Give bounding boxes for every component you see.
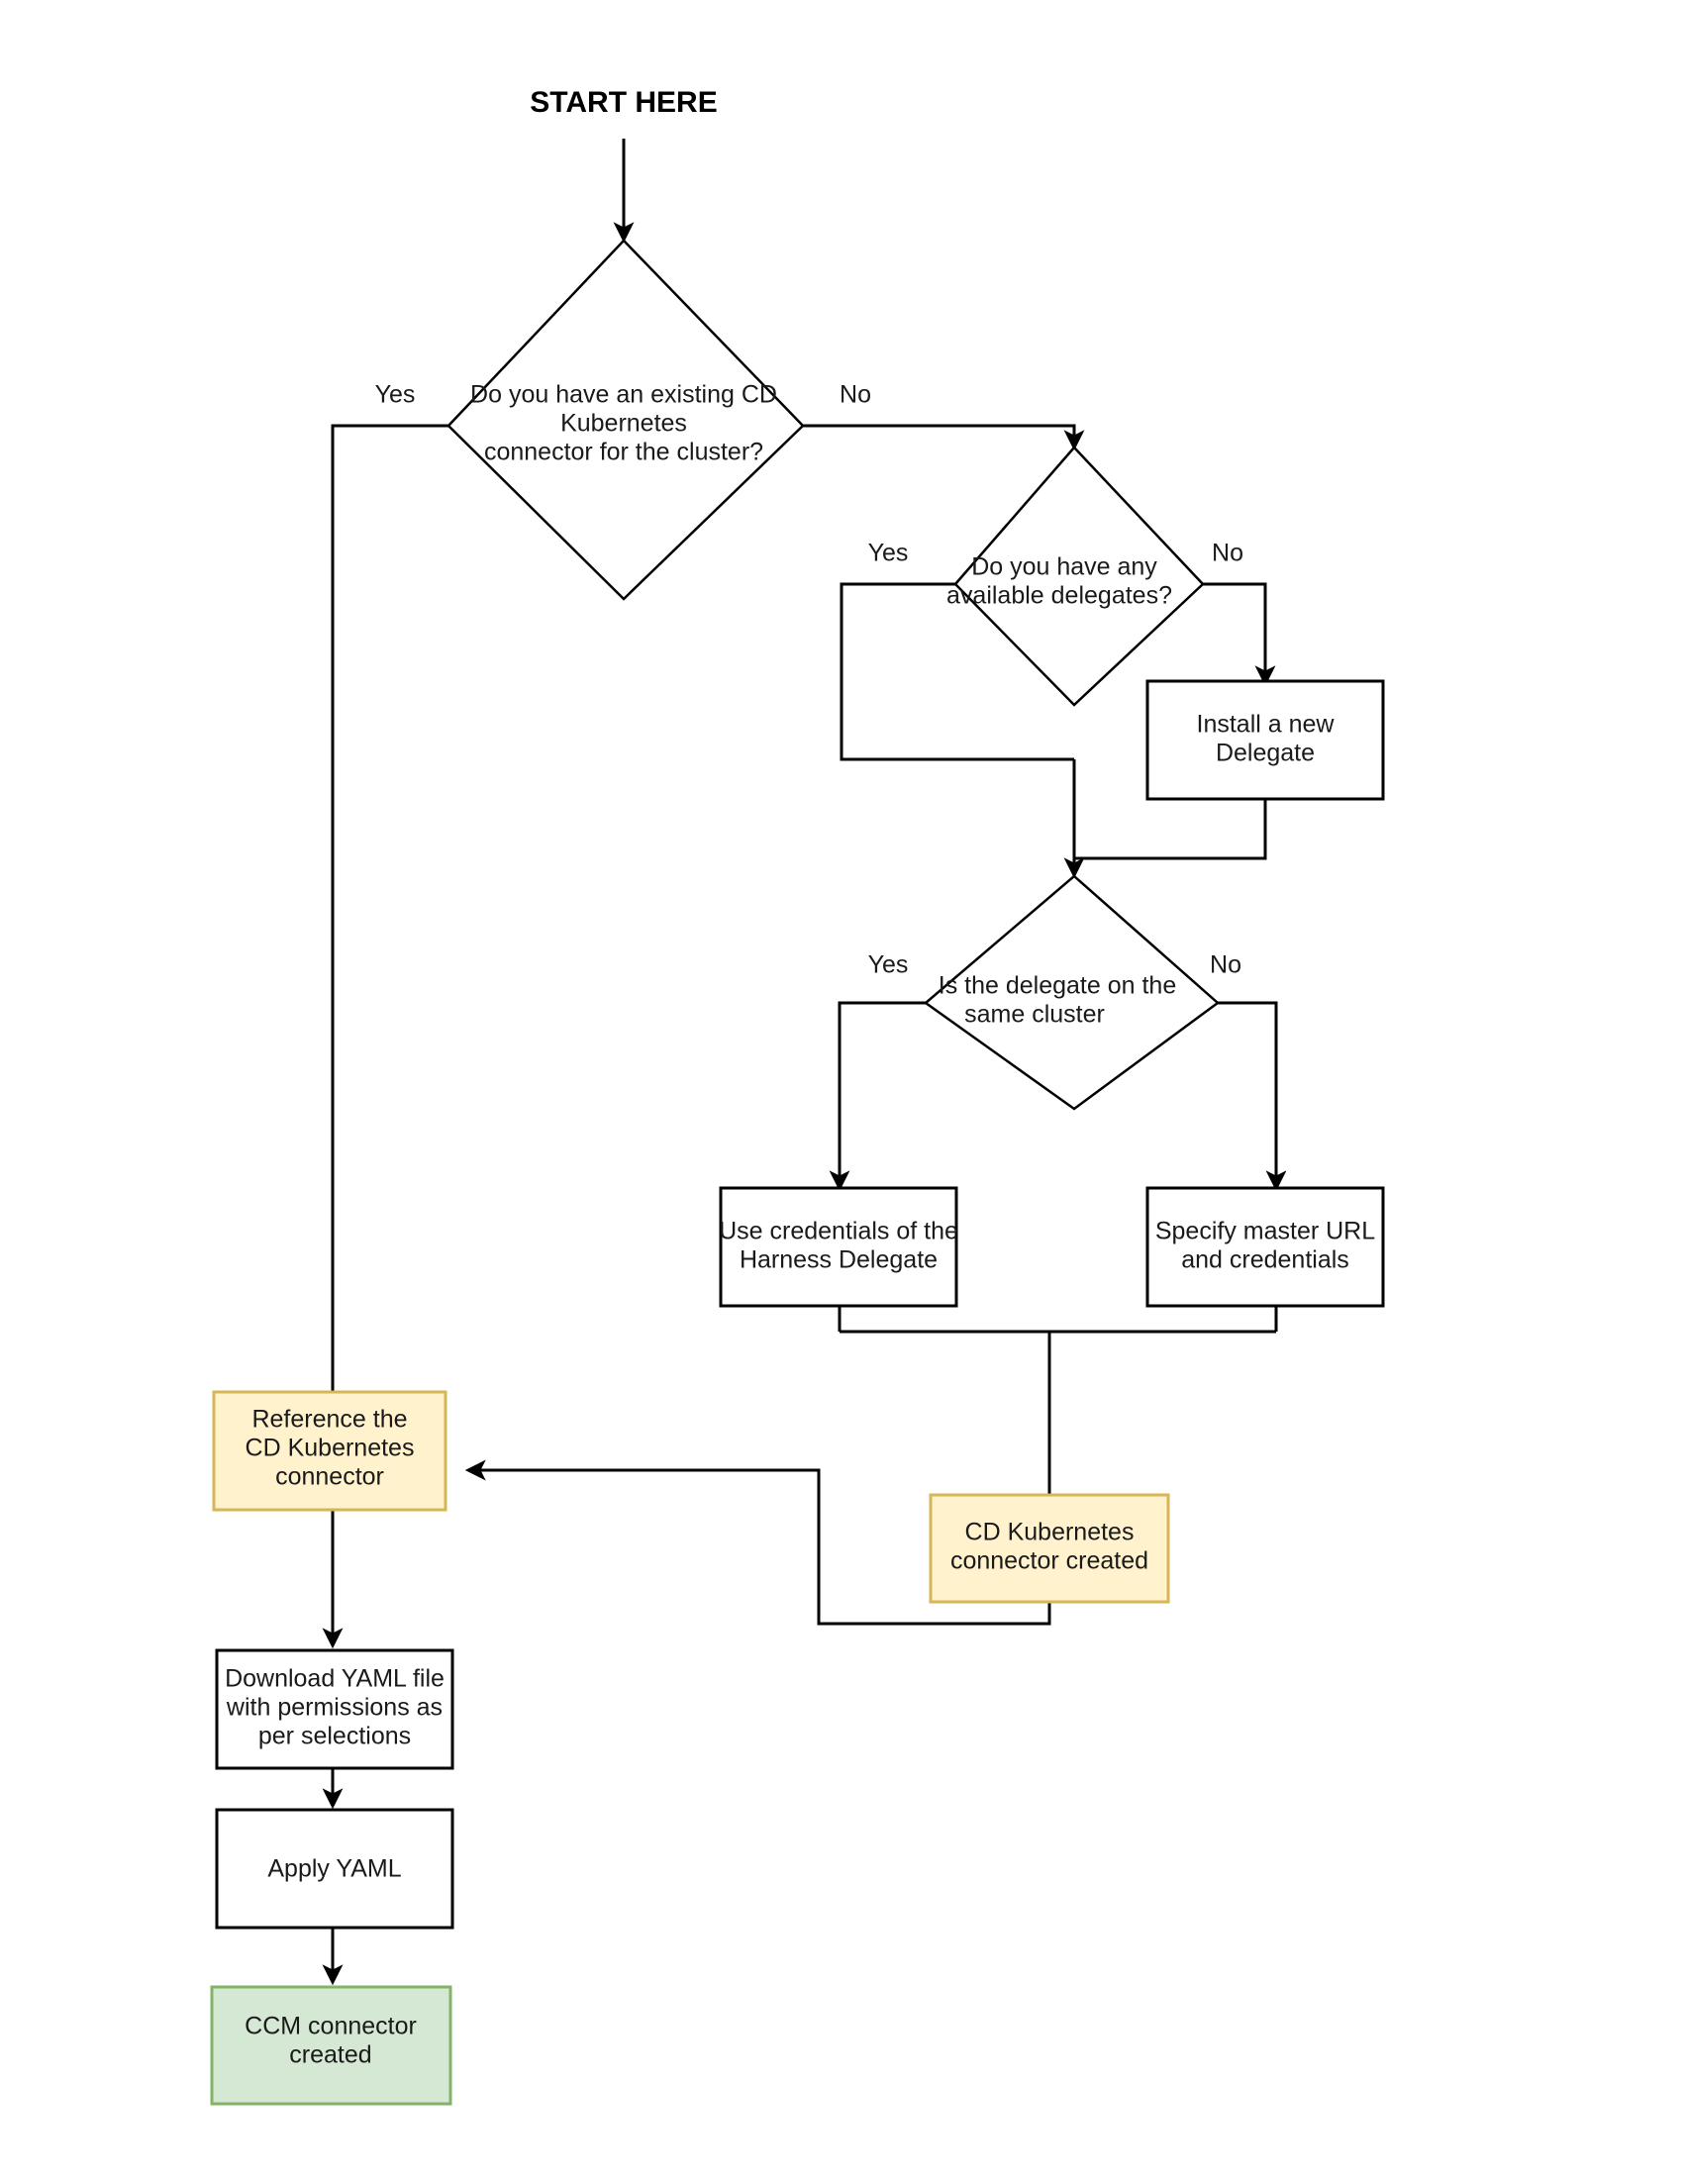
decision-existing-connector-line-2: Kubernetes [560, 410, 687, 438]
process-download-yaml[interactable]: Download YAML file with permissions as p… [215, 1648, 454, 1770]
result-ccm-connector-created-shape[interactable] [210, 1985, 452, 2106]
edge-label-same-cluster-yes: Yes [868, 951, 909, 979]
decision-available-delegates-line-1: Do you have any [971, 553, 1157, 581]
process-reference-connector-line-1: Reference the [251, 1406, 407, 1434]
edge-label-existing-connector-no: No [840, 381, 871, 409]
process-install-delegate-shape[interactable] [1145, 679, 1385, 801]
process-download-yaml-line-3: per selections [258, 1723, 411, 1750]
result-ccm-connector-created-line-2: created [289, 2041, 371, 2069]
edge-label-delegates-no: No [1212, 540, 1243, 567]
process-use-harness-credentials-line-1: Use credentials of the [719, 1218, 958, 1245]
decision-available-delegates[interactable]: Do you have any available delegates? [946, 446, 1205, 707]
decision-existing-connector-line-3: connector for the cluster? [484, 439, 763, 466]
decision-delegate-same-cluster[interactable]: Is the delegate on the same cluster [923, 874, 1220, 1111]
process-reference-connector-line-2: CD Kubernetes [246, 1435, 415, 1462]
process-use-harness-credentials-shape[interactable] [719, 1186, 958, 1308]
edge-decision3-no-to-masterurl [1218, 1001, 1287, 1192]
decision-delegate-same-cluster-line-1: Is the delegate on the [939, 972, 1176, 1000]
process-download-yaml-line-1: Download YAML file [225, 1665, 445, 1693]
decision-existing-connector[interactable]: Do you have an existing CD Kubernetes co… [446, 239, 805, 601]
process-apply-yaml-shape[interactable] [215, 1808, 454, 1930]
process-download-yaml-shape[interactable] [215, 1648, 454, 1770]
edge-decision1-no-to-decision2 [803, 424, 1085, 451]
process-apply-yaml-line-1: Apply YAML [267, 1855, 401, 1883]
process-specify-master-url-shape[interactable] [1145, 1186, 1385, 1308]
process-reference-connector-line-3: connector [275, 1463, 384, 1491]
result-cd-connector-created-line-2: connector created [950, 1547, 1148, 1575]
process-use-harness-credentials-line-2: Harness Delegate [740, 1246, 938, 1274]
decision-available-delegates-shape[interactable] [953, 446, 1205, 707]
process-apply-yaml[interactable]: Apply YAML [215, 1808, 454, 1930]
edge-label-same-cluster-no: No [1210, 951, 1241, 979]
result-cd-connector-created-line-1: CD Kubernetes [965, 1519, 1135, 1546]
result-cd-connector-created-shape[interactable] [929, 1493, 1170, 1604]
decision-available-delegates-line-2: available delegates? [946, 582, 1172, 610]
decision-delegate-same-cluster-shape[interactable] [923, 874, 1220, 1111]
process-install-delegate-line-1: Install a new [1197, 711, 1336, 739]
edge-decision1-yes-to-reference [322, 424, 448, 1412]
process-specify-master-url-line-2: and credentials [1181, 1246, 1349, 1274]
result-ccm-connector-created-line-1: CCM connector [245, 2013, 417, 2040]
edge-cd-created-to-reference [464, 1459, 1051, 1626]
result-ccm-connector-created[interactable]: CCM connector created [210, 1985, 452, 2106]
process-download-yaml-line-2: with permissions as [226, 1694, 443, 1722]
edge-label-delegates-yes: Yes [868, 540, 909, 567]
process-reference-connector[interactable]: Reference the CD Kubernetes connector [212, 1390, 447, 1512]
result-cd-connector-created[interactable]: CD Kubernetes connector created [929, 1493, 1170, 1604]
decision-delegate-same-cluster-line-2: same cluster [964, 1001, 1105, 1029]
edge-install-to-merge [1074, 799, 1267, 860]
decision-existing-connector-line-1: Do you have an existing CD [470, 381, 777, 409]
process-use-harness-credentials[interactable]: Use credentials of the Harness Delegate [719, 1186, 958, 1308]
process-specify-master-url-line-1: Specify master URL [1155, 1218, 1375, 1245]
process-install-delegate-line-2: Delegate [1216, 740, 1315, 767]
edge-decision3-yes-to-credentials [829, 1001, 926, 1192]
start-here-label: START HERE [530, 86, 717, 119]
edge-decision2-no-to-install [1203, 582, 1276, 687]
process-specify-master-url[interactable]: Specify master URL and credentials [1145, 1186, 1385, 1308]
edge-label-existing-connector-yes: Yes [375, 381, 416, 409]
process-install-delegate[interactable]: Install a new Delegate [1145, 679, 1385, 801]
process-reference-connector-shape[interactable] [212, 1390, 447, 1512]
edge-decision2-yes-to-merge [840, 582, 1074, 761]
decision-existing-connector-shape[interactable] [446, 239, 805, 601]
